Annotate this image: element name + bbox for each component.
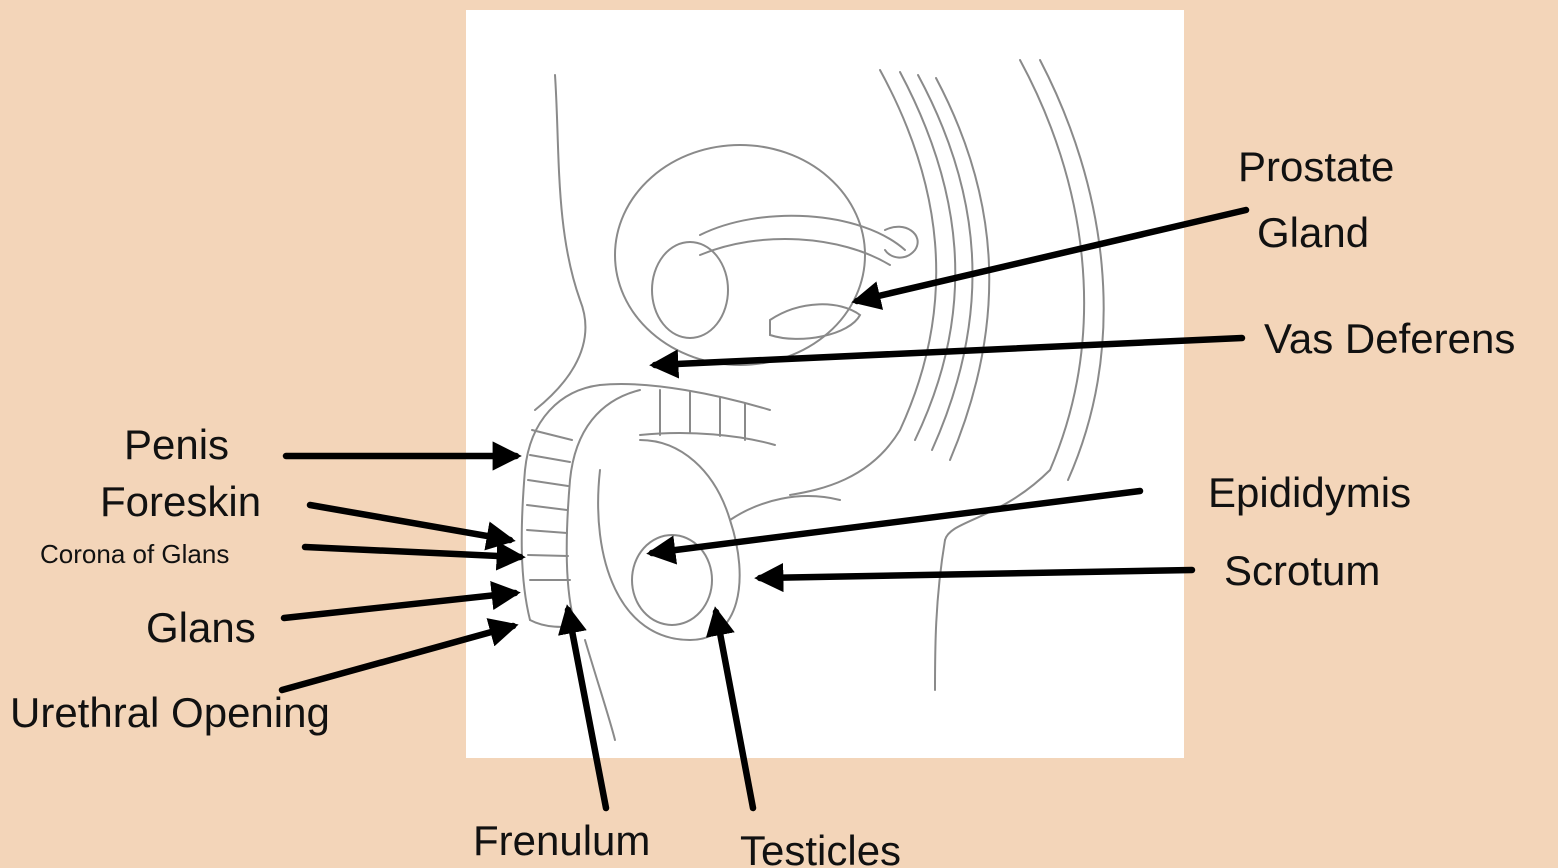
penis-label: Penis [124,424,229,466]
scrotum-label: Scrotum [1224,550,1380,592]
epididymis-label: Epididymis [1208,472,1411,514]
urethral-opening-label: Urethral Opening [10,692,330,734]
glans-label: Glans [146,607,256,649]
prostate-label-line1: Prostate [1238,146,1394,188]
prostate-label-line2: Gland [1257,212,1369,254]
corona-label: Corona of Glans [40,541,229,567]
frenulum-label: Frenulum [473,820,650,862]
testicles-label: Testicles [740,830,901,868]
vas-deferens-label: Vas Deferens [1264,318,1515,360]
foreskin-label: Foreskin [100,481,261,523]
